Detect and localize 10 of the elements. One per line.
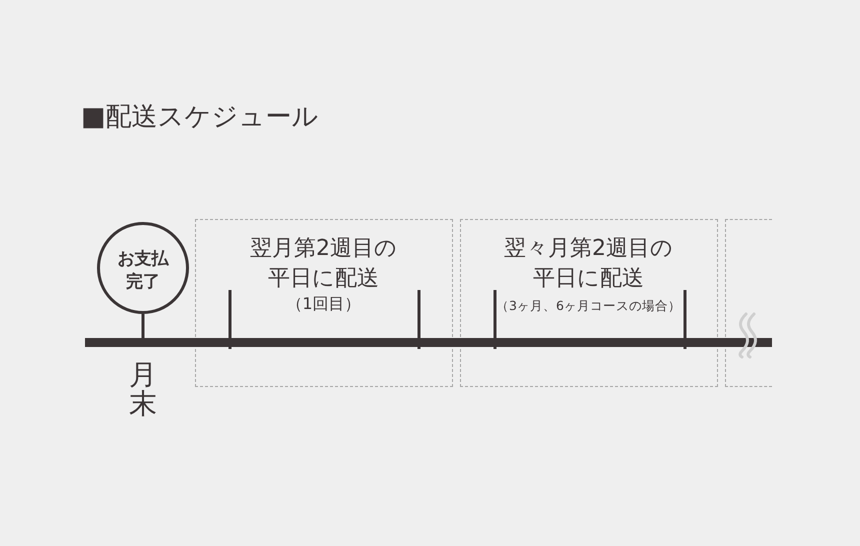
diagram-title: ■配送スケジュール — [81, 101, 319, 134]
box-heading: 翌月第2週目の平日に配送 — [249, 235, 398, 293]
box-heading: 翌々月第2週目の平日に配送 — [503, 235, 674, 293]
date-label: 月末 — [129, 360, 157, 418]
box-note: （1回目） — [285, 294, 362, 314]
box-note: （3ヶ月、6ヶ月コースの場合） — [495, 297, 682, 315]
milestone-circle — [97, 222, 189, 314]
circle-text: お支払完了 — [116, 248, 170, 294]
leader-line — [142, 314, 144, 338]
timeline-bar — [85, 338, 772, 347]
